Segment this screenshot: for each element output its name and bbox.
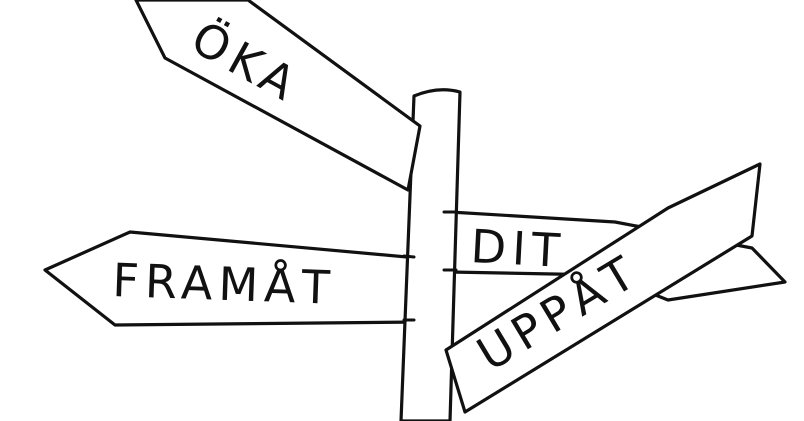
sign-dit-label: DIT xyxy=(469,219,567,278)
sign-framat-label: FRAMÅT xyxy=(112,253,337,315)
sign-uppat-board xyxy=(444,162,762,414)
sign-oka: ÖKA xyxy=(134,0,422,192)
sign-framat-edge-top xyxy=(402,254,416,259)
sign-framat: FRAMÅT xyxy=(43,230,422,327)
sign-oka-board xyxy=(134,0,422,192)
